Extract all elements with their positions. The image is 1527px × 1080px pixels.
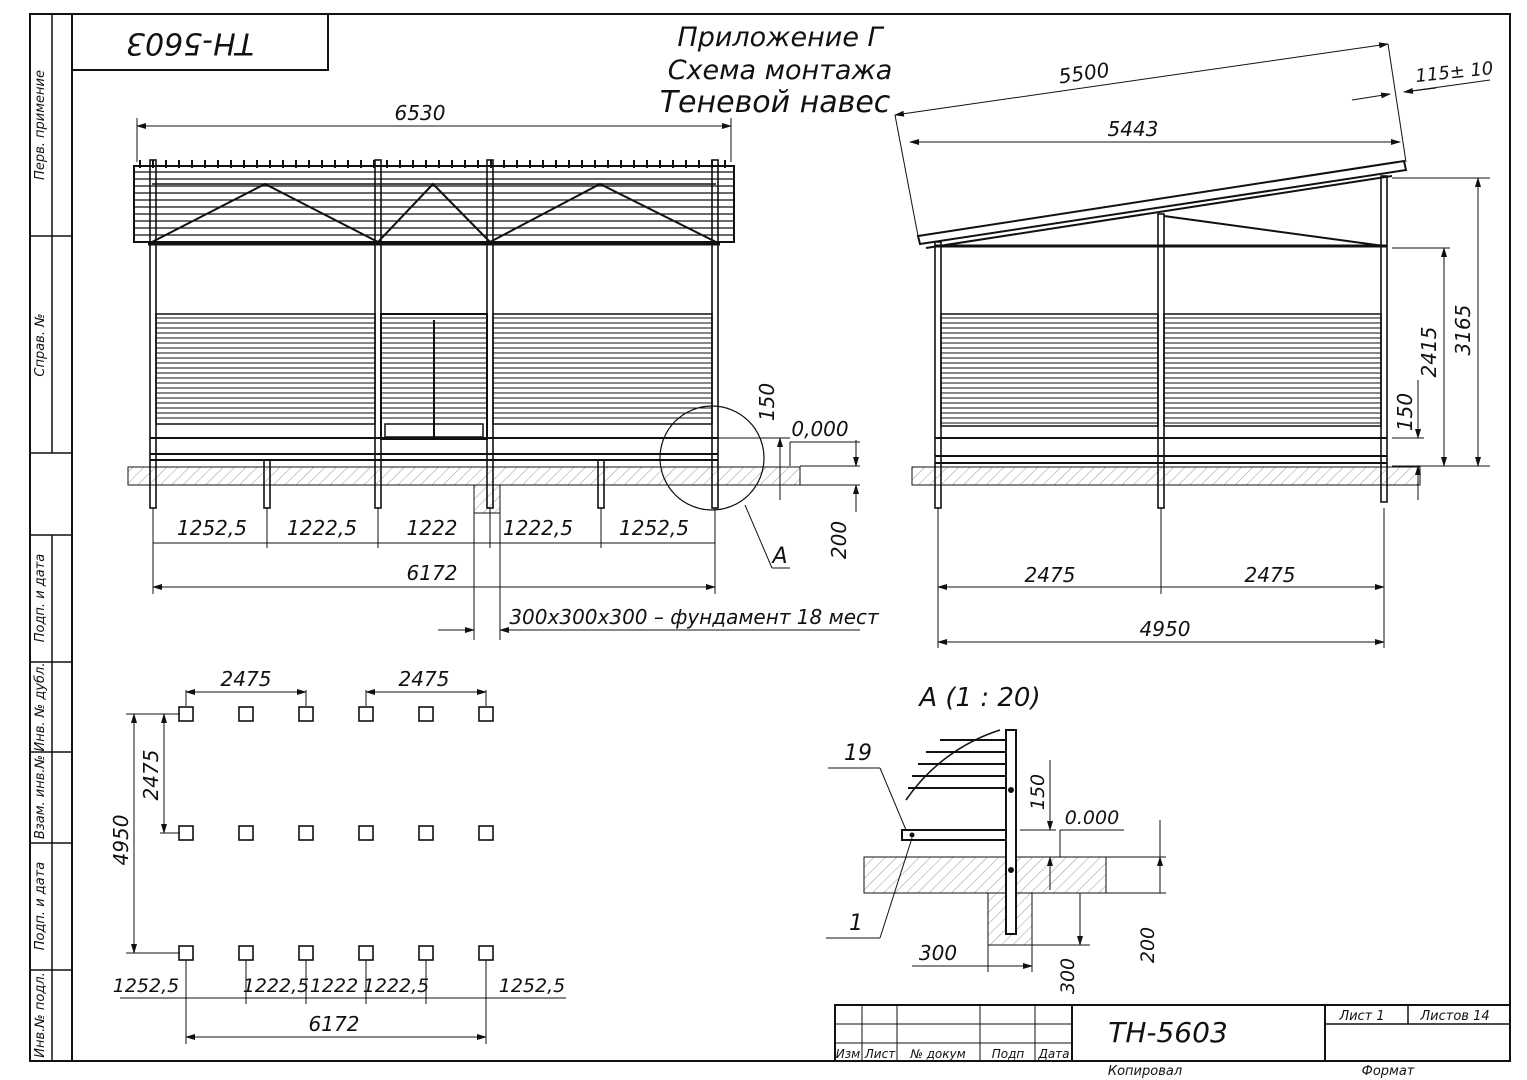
front-ground: [127, 466, 801, 486]
front-level: 0,000: [791, 417, 848, 441]
detail-pos-19: 19: [844, 741, 872, 766]
detail-level: 0.000: [1065, 807, 1119, 829]
foundation-pad: [478, 825, 494, 841]
foundation-pad: [238, 825, 254, 841]
foundation-pad: [178, 825, 194, 841]
detail-dim-200: 200: [1137, 927, 1159, 963]
plan-view: 2475 2475 2475 4950 1252,5 1222,5 1222 1…: [109, 667, 566, 1044]
plan-bottom-4: 1222,5: [363, 975, 429, 997]
header-line-1: Приложение Г: [677, 22, 884, 53]
side-dim-4950: 4950: [1140, 617, 1191, 641]
front-callout-A: А: [770, 544, 787, 569]
detail-dim-150: 150: [1027, 774, 1049, 810]
front-dim-6172: 6172: [407, 561, 458, 585]
foundation-pad: [298, 706, 314, 722]
foundation-pad: [418, 825, 434, 841]
front-bay-2: 1222,5: [287, 516, 357, 540]
detail-title: А (1 : 20): [917, 683, 1040, 713]
front-bay-1: 1252,5: [177, 516, 247, 540]
front-dim-150: 150: [755, 383, 779, 421]
side-dim-115: 115± 10: [1415, 58, 1495, 87]
side-dim-150: 150: [1393, 393, 1417, 431]
plan-left-2475: 2475: [139, 750, 163, 801]
foundation-pad: [358, 825, 374, 841]
side-dim-3165: 3165: [1451, 305, 1475, 356]
detail-dim-300h: 300: [919, 941, 957, 965]
side-dim-5443: 5443: [1108, 117, 1159, 141]
foundation-pad: [418, 706, 434, 722]
front-bay-5: 1252,5: [619, 516, 689, 540]
side-label-perv: Перв. примение: [33, 70, 48, 180]
side-label-podp2: Подп. и дата: [33, 862, 48, 951]
side-bay-2: 2475: [1245, 563, 1296, 587]
side-label-inv-podl: Инв.№ подл.: [33, 972, 48, 1058]
side-label-sprav: Справ. №: [33, 313, 48, 376]
tb-ndoc: № докум: [909, 1047, 965, 1061]
foundation-pad: [478, 945, 494, 961]
side-view: 5500 5443 115± 10 3165 2415 150 2475 247…: [894, 42, 1495, 648]
foundation-pad: [238, 706, 254, 722]
side-column-labels: Перв. примение Справ. № Подп. и дата Инв…: [33, 70, 48, 1058]
front-view: А 6530 1252,5 1222,5 1222 1222,5 1252,5 …: [127, 101, 880, 640]
side-dim-5500: 5500: [1057, 58, 1111, 89]
foundation-pad: [298, 825, 314, 841]
plan-bottom-2: 1222,5: [243, 975, 309, 997]
tb-copied: Копировал: [1108, 1064, 1182, 1079]
front-dim-200: 200: [827, 521, 851, 559]
tb-data: Дата: [1037, 1047, 1069, 1061]
foundation-pad: [298, 945, 314, 961]
tb-list: Лист: [864, 1047, 896, 1061]
side-dim-2415: 2415: [1417, 327, 1441, 378]
plan-top-2: 2475: [399, 667, 450, 691]
tb-izm: Изм: [836, 1047, 860, 1061]
plan-bottom-3: 1222: [310, 975, 358, 997]
front-dim-6530: 6530: [395, 101, 446, 125]
detail-dim-300v: 300: [1057, 958, 1079, 994]
foundation-pad: [478, 706, 494, 722]
title-block: Изм Лист № докум Подп Дата ТН-5603 Лист …: [834, 1004, 1511, 1079]
side-label-inv-dubl: Инв. № дубл.: [33, 663, 48, 752]
foundation-pad: [358, 945, 374, 961]
header-title: Приложение Г Схема монтажа Теневой навес: [660, 22, 893, 120]
side-bay-1: 2475: [1025, 563, 1076, 587]
stamp-code: ТН-5603: [126, 26, 254, 61]
detail-A: А (1 : 20) 19 1 150 0.000 200: [826, 683, 1166, 994]
front-bay-3: 1222: [407, 516, 458, 540]
plan-bottom-1: 1252,5: [113, 975, 179, 997]
side-label-vzam: Взам. инв.№: [33, 755, 48, 839]
foundation-pad: [178, 945, 194, 961]
plan-left-4950: 4950: [109, 815, 133, 866]
front-roof: [133, 165, 735, 243]
foundation-pad: [238, 945, 254, 961]
front-bay-4: 1222,5: [503, 516, 573, 540]
stamp-box: ТН-5603: [71, 13, 329, 71]
sheet-frame: [29, 13, 1511, 1062]
header-line-2: Схема монтажа: [668, 55, 893, 86]
tb-podp: Подп: [992, 1047, 1025, 1061]
plan-top-1: 2475: [221, 667, 272, 691]
foundation-pad: [418, 945, 434, 961]
tb-format: Формат: [1362, 1064, 1415, 1079]
plan-bottom-5: 1252,5: [499, 975, 565, 997]
front-foundation-note: 300х300х300 – фундамент 18 мест: [509, 605, 880, 629]
tb-sheet: Лист 1: [1338, 1009, 1384, 1024]
tb-sheets: Листов 14: [1419, 1009, 1489, 1024]
foundation-pad: [358, 706, 374, 722]
tb-code: ТН-5603: [1108, 1016, 1228, 1049]
detail-pos-1: 1: [849, 911, 863, 936]
header-line-3: Теневой навес: [660, 85, 891, 120]
plan-total-6172: 6172: [309, 1012, 360, 1036]
foundation-pad: [178, 706, 194, 722]
side-label-podp1: Подп. и дата: [33, 554, 48, 643]
